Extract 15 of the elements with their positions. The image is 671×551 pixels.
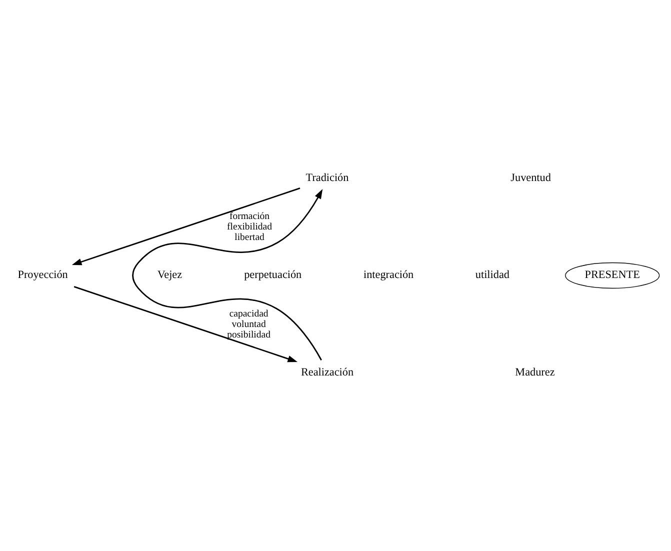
arrow	[132, 189, 323, 360]
edge-label: capacidad voluntad posibilidad	[227, 308, 270, 340]
label: utilidad	[475, 269, 510, 282]
label: Vejez	[157, 269, 182, 282]
node-ellipse: PRESENTE	[565, 262, 660, 289]
arrow	[74, 286, 298, 362]
node-text: Realización	[300, 366, 354, 378]
node-text: Tradición	[306, 172, 349, 184]
label: Madurez	[515, 366, 555, 378]
arrow	[72, 188, 300, 266]
label: Juventud	[510, 172, 551, 184]
edge-label: formación flexibilidad libertad	[227, 210, 272, 243]
label: perpetuación	[244, 269, 302, 282]
label: integración	[364, 269, 414, 282]
node-text: Proyección	[18, 269, 68, 282]
